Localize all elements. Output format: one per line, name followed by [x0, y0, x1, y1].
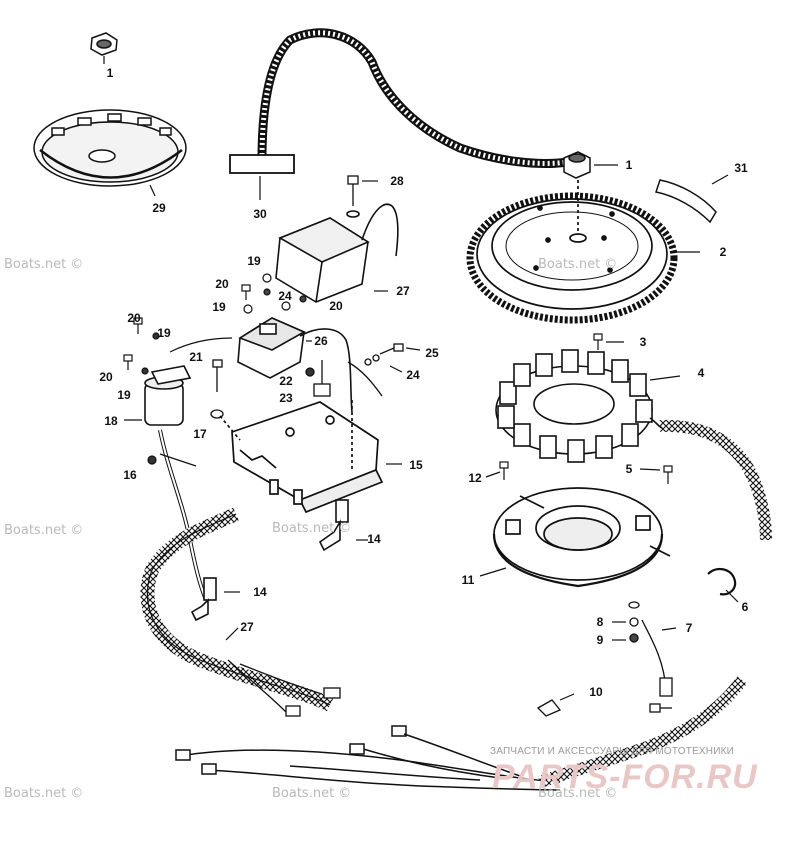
- watermark-boats: Boats.net ©: [538, 257, 618, 272]
- callout-20: 20: [127, 311, 141, 325]
- callout-19: 19: [247, 254, 261, 268]
- callout-1-nut: 1: [106, 66, 114, 80]
- stator-4: [495, 349, 663, 463]
- callout-14: 14: [253, 585, 267, 599]
- ground-wire-7: [641, 619, 673, 713]
- nut-washer-8-9: [628, 601, 640, 643]
- callout-15: 15: [409, 458, 423, 472]
- callout-21: 21: [189, 350, 203, 364]
- terminal-22-23: [305, 360, 331, 397]
- mounting-plate-15: [219, 400, 384, 514]
- callout-30: 30: [253, 207, 267, 221]
- watermark-boats: Boats.net ©: [272, 786, 352, 801]
- watermark-boats: Boats.net ©: [4, 523, 84, 538]
- callout-22: 22: [279, 374, 293, 388]
- power-pack-27: [275, 203, 399, 303]
- callout-1-flywheel-nut: 1: [625, 158, 633, 172]
- retaining-clip-6: [707, 568, 737, 596]
- callout-9: 9: [596, 633, 604, 647]
- callout-8: 8: [596, 615, 604, 629]
- braided-ground-strap: [257, 28, 569, 168]
- fasteners-upper: [241, 273, 307, 314]
- flywheel-2: [466, 180, 678, 324]
- callout-24: 24: [278, 289, 292, 303]
- callout-3: 3: [639, 335, 647, 349]
- callout-29: 29: [152, 201, 166, 215]
- bolt-21: [210, 359, 224, 419]
- callout-17: 17: [193, 427, 207, 441]
- bottom-right-braid: [538, 676, 747, 788]
- callout-2: 2: [719, 245, 727, 259]
- callout-5: 5: [625, 462, 633, 476]
- flywheel-cover-cup: [33, 109, 187, 187]
- nut-16: [147, 453, 197, 467]
- callout-28: 28: [390, 174, 404, 188]
- callout-20: 20: [215, 277, 229, 291]
- screws-5-12: [499, 461, 673, 484]
- spark-boot-14-left: [190, 577, 217, 622]
- watermark-boats: Boats.net ©: [4, 786, 84, 801]
- callout-4: 4: [697, 366, 705, 380]
- callout-19: 19: [157, 326, 171, 340]
- watermark-boats: Boats.net ©: [272, 521, 352, 536]
- watermark-boats: Boats.net ©: [4, 257, 84, 272]
- callout-26: 26: [314, 334, 328, 348]
- callout-23: 23: [279, 391, 293, 405]
- timer-base-11: [492, 487, 671, 588]
- callout-20: 20: [329, 299, 343, 313]
- callout-31: 31: [734, 161, 748, 175]
- callout-19: 19: [117, 388, 131, 402]
- watermark-shop-logo: PARTS-FOR.RU: [492, 758, 758, 796]
- callout-19: 19: [212, 300, 226, 314]
- stator-lead-braid: [659, 419, 772, 541]
- callout-27-pack: 27: [396, 284, 410, 298]
- decal-strip-31: [655, 179, 717, 224]
- watermark-boats: Boats.net ©: [538, 786, 618, 801]
- wiring-harness-27: [140, 507, 334, 712]
- spark-boot-14-right: [318, 499, 349, 552]
- callout-10: 10: [589, 685, 603, 699]
- callout-6: 6: [741, 600, 749, 614]
- harness-connectors: [227, 659, 341, 717]
- watermark-shop-line: ЗАПЧАСТИ И АКСЕССУАРЫ ДЛЯ МОТОТЕХНИКИ: [490, 746, 735, 757]
- flywheel-nut: [563, 151, 591, 179]
- callout-20: 20: [99, 370, 113, 384]
- callout-7: 7: [685, 621, 693, 635]
- callout-25: 25: [425, 346, 439, 360]
- clip-10: [536, 699, 562, 717]
- nut-top: [90, 32, 118, 56]
- callout-24: 24: [406, 368, 420, 382]
- callout-14: 14: [367, 532, 381, 546]
- callout-18: 18: [104, 414, 118, 428]
- screw-3: [593, 333, 603, 350]
- callout-27-harness: 27: [240, 620, 254, 634]
- wire-tag: [229, 154, 295, 174]
- fasteners-left: [123, 317, 233, 375]
- callout-16: 16: [123, 468, 137, 482]
- screws-24-25: [347, 343, 404, 397]
- callout-11: 11: [461, 573, 475, 587]
- bottom-leads: [175, 725, 561, 791]
- callout-12: 12: [468, 471, 482, 485]
- coil-26: [237, 317, 353, 413]
- screw-28: [347, 175, 359, 206]
